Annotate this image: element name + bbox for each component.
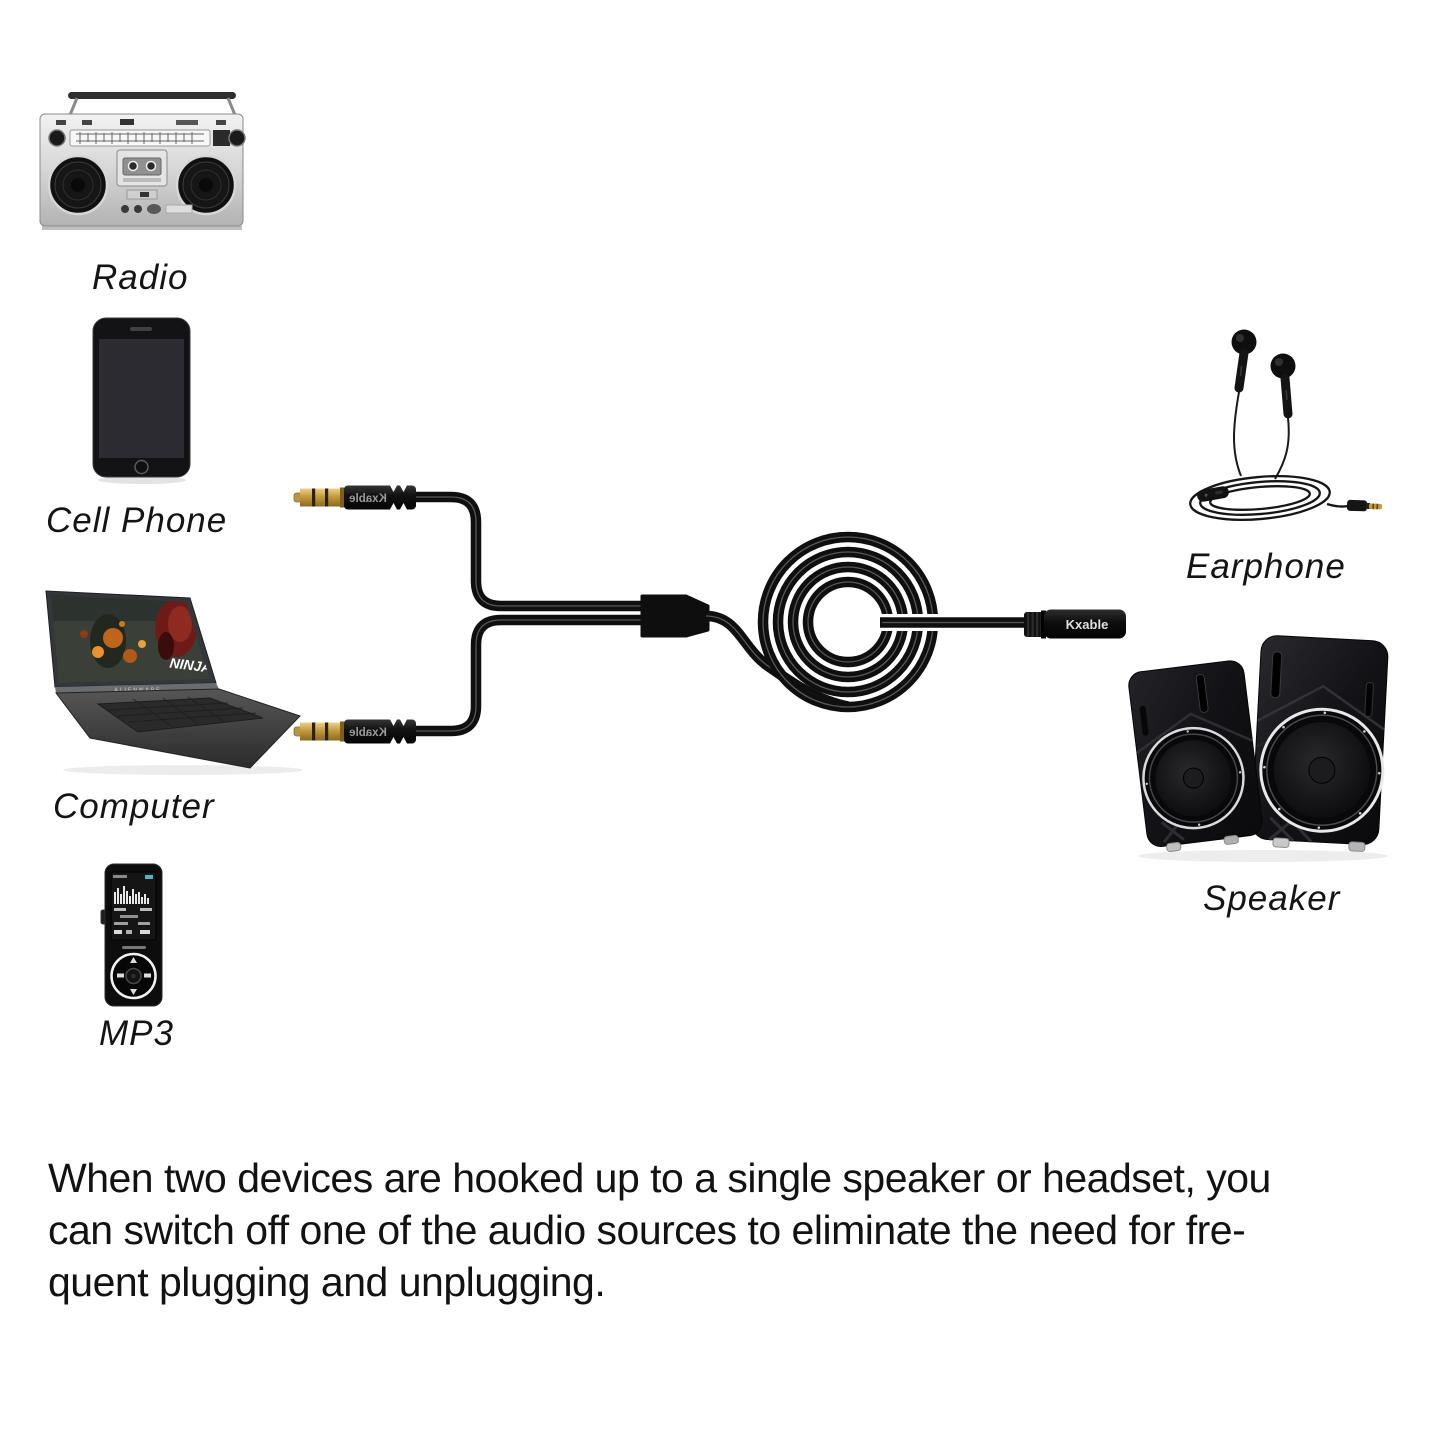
description-text: When two devices are hooked up to a sing… bbox=[48, 1155, 1271, 1305]
cell-phone-label: Cell Phone bbox=[46, 501, 228, 540]
earphone-plug bbox=[1346, 499, 1383, 512]
speaker-right bbox=[1251, 635, 1389, 852]
game-logo-text: NINJA bbox=[169, 655, 213, 676]
earphone-remote bbox=[1197, 486, 1229, 502]
radio-image bbox=[39, 92, 246, 230]
speaker-left bbox=[1128, 660, 1263, 852]
male-plug-top: Kxable bbox=[293, 485, 416, 510]
computer-image: NINJA ALIENWARE bbox=[45, 590, 303, 775]
cable-branches bbox=[415, 491, 650, 737]
male-plug-bottom bbox=[293, 719, 417, 744]
female-jack: Kxable bbox=[1024, 609, 1126, 639]
y-splitter-junction bbox=[640, 594, 710, 638]
cell-phone-image bbox=[92, 317, 191, 484]
mp3-label: MP3 bbox=[99, 1014, 174, 1053]
splitter-cable-image: Kxable Kxable bbox=[293, 485, 1126, 744]
male-plug-brand-text: Kxable bbox=[349, 493, 387, 505]
radio-handle bbox=[68, 92, 236, 99]
speaker-label: Speaker bbox=[1203, 879, 1341, 918]
radio-label: Radio bbox=[92, 258, 189, 297]
earphone-cable-coil bbox=[1189, 475, 1331, 521]
speaker-image bbox=[1128, 635, 1389, 862]
home-button bbox=[134, 459, 149, 475]
mp3-player-image bbox=[100, 863, 163, 1007]
earphone-image bbox=[1189, 329, 1383, 521]
female-jack-brand-text: Kxable bbox=[1066, 617, 1109, 632]
bezel-brand-text: ALIENWARE bbox=[114, 688, 161, 694]
computer-label: Computer bbox=[53, 787, 215, 826]
earphone-label: Earphone bbox=[1186, 547, 1346, 586]
